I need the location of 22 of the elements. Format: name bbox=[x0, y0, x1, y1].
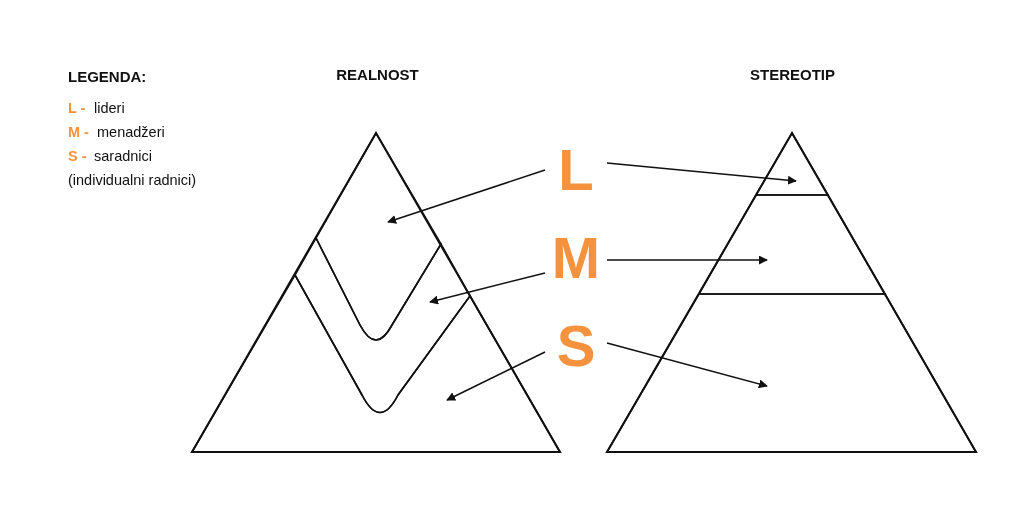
arrow bbox=[606, 342, 768, 389]
pyramid-heading: REALNOST bbox=[335, 66, 420, 83]
arrow bbox=[387, 169, 546, 224]
legend-text: lideri bbox=[94, 100, 125, 116]
arrow bbox=[606, 162, 797, 185]
legend-text: menadžeri bbox=[97, 124, 165, 140]
legend-key: M - bbox=[68, 124, 89, 140]
arrow bbox=[429, 272, 546, 305]
level-letter: L bbox=[557, 145, 595, 195]
pyramid-band bbox=[697, 194, 887, 295]
legend-text: (individualni radnici) bbox=[68, 172, 197, 188]
legend-title: LEGENDA: bbox=[68, 68, 147, 85]
pyramid-band bbox=[754, 131, 830, 196]
legend-key: S - bbox=[68, 148, 87, 164]
legend-text: saradnici bbox=[94, 148, 153, 164]
arrow bbox=[446, 351, 546, 401]
pyramid-band bbox=[605, 293, 978, 453]
arrow bbox=[606, 255, 768, 265]
legend-key: L - bbox=[68, 100, 86, 116]
level-letter: M bbox=[550, 233, 602, 283]
pyramid-heading: STEREOTIP bbox=[749, 66, 836, 83]
level-letter: S bbox=[555, 321, 597, 371]
